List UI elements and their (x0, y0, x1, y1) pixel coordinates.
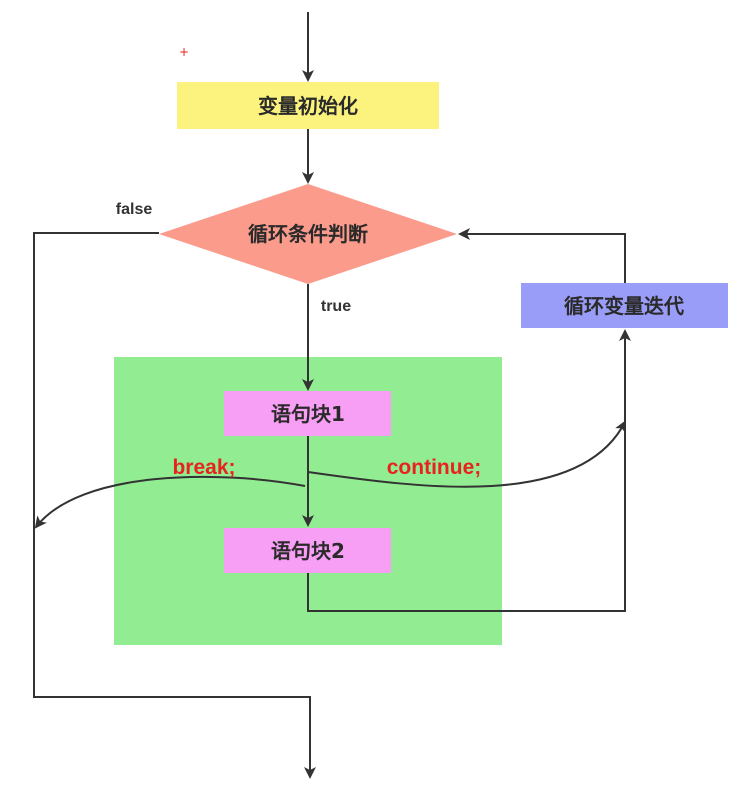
block2-node-label: 语句块2 (271, 539, 345, 563)
block2-node: 语句块2 (224, 528, 391, 573)
block1-node-label: 语句块1 (271, 402, 345, 426)
condition-node: 循环条件判断 (159, 184, 457, 284)
block1-node: 语句块1 (224, 391, 391, 436)
true-label: true (321, 298, 351, 315)
iterate-to-condition-arrow (458, 228, 626, 283)
continue-label: continue; (387, 456, 482, 479)
plus-mark: + (179, 45, 189, 59)
break-arrow (34, 475, 306, 529)
condition-node-label: 循环条件判断 (248, 222, 368, 246)
break-label: break; (172, 456, 235, 479)
init-node: 变量初始化 (177, 82, 439, 129)
block2-to-iterate-line (307, 329, 631, 612)
init-node-label: 变量初始化 (258, 94, 358, 118)
iterate-node-label: 循环变量迭代 (564, 294, 684, 318)
false-branch-line (33, 232, 316, 779)
false-label: false (116, 201, 153, 218)
continue-arrow (307, 420, 626, 488)
iterate-node: 循环变量迭代 (521, 283, 728, 328)
